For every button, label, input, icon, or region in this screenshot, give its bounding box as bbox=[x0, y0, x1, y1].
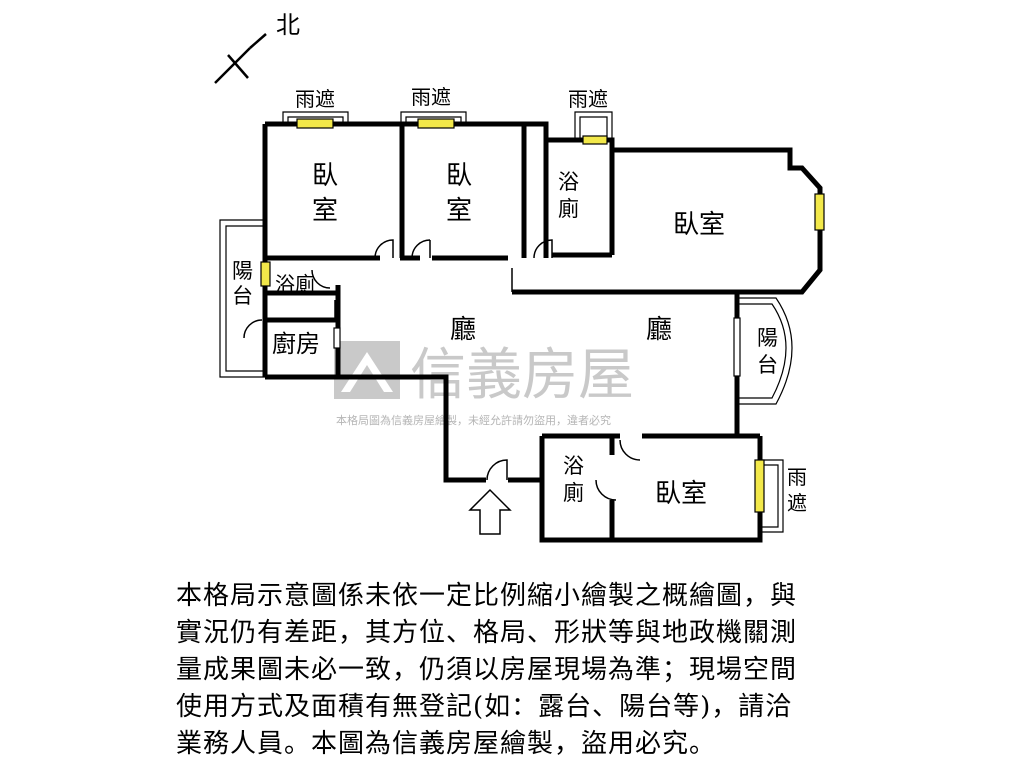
windows bbox=[260, 118, 825, 513]
balcony-left-label-b: 台 bbox=[232, 284, 253, 308]
bath-small-label: 浴廁 bbox=[275, 272, 315, 296]
entrance-arrow bbox=[468, 488, 512, 535]
window-bedroom-2 bbox=[417, 118, 455, 129]
balcony-right-label-a: 陽 bbox=[757, 326, 778, 350]
floor-plan: 北 信義房屋 本格局圖為信義房屋繪製，未經允許請勿盜用，違者必究 bbox=[214, 11, 825, 543]
room-labels: 臥 室 臥 室 浴 廁 臥室 陽 台 浴廁 廚房 廳 廳 陽 台 浴 廁 臥室 … bbox=[232, 85, 807, 515]
disclaimer: 本格局示意圖係未依一定比例縮小繪製之概繪圖，與 實況仍有差距，其方位、格局、形狀… bbox=[176, 578, 876, 763]
disclaimer-line-2: 實況仍有差距，其方位、格局、形狀等與地政機關測 bbox=[176, 618, 798, 648]
north-label: 北 bbox=[276, 11, 300, 39]
awning-1-label: 雨遮 bbox=[295, 87, 335, 111]
awning-right-label-a: 雨 bbox=[787, 465, 807, 489]
bath-top-label-a: 浴 bbox=[558, 170, 579, 194]
window-bath-top bbox=[582, 135, 608, 145]
bedroom-master-label: 臥室 bbox=[673, 210, 725, 240]
disclaimer-line-3: 量成果圖未必一致，仍須以房屋現場為準；現場空間 bbox=[176, 655, 798, 685]
window-balcony-left bbox=[260, 261, 271, 287]
doors bbox=[243, 239, 641, 501]
disclaimer-line-1: 本格局示意圖係未依一定比例縮小繪製之概繪圖，與 bbox=[176, 581, 798, 611]
awning-brackets bbox=[282, 111, 784, 533]
living-2-label: 廳 bbox=[646, 315, 672, 345]
disclaimer-line-4: 使用方式及面積有無登記(如：露台、陽台等)，請洽 bbox=[176, 692, 793, 722]
window-master bbox=[814, 193, 825, 231]
bedroom-bottom-label: 臥室 bbox=[655, 479, 707, 509]
bedroom-2-label-b: 室 bbox=[446, 196, 472, 226]
balcony-right-label-b: 台 bbox=[757, 353, 778, 377]
watermark: 信義房屋 本格局圖為信義房屋繪製，未經允許請勿盜用，違者必究 bbox=[334, 341, 634, 427]
bath-top-label-b: 廁 bbox=[558, 197, 579, 221]
window-bedroom-bottom bbox=[754, 459, 765, 513]
bath-bottom-label-b: 廁 bbox=[563, 481, 584, 505]
bedroom-1-label-a: 臥 bbox=[312, 161, 338, 191]
awning-3-label: 雨遮 bbox=[568, 87, 608, 111]
awning-2-label: 雨遮 bbox=[411, 85, 451, 109]
disclaimer-line-5: 業務人員。本圖為信義房屋繪製，盜用必究。 bbox=[176, 729, 717, 759]
window-bedroom-1 bbox=[296, 118, 334, 129]
balcony-left-label-a: 陽 bbox=[232, 259, 253, 283]
walls bbox=[262, 121, 823, 543]
balcony-right-outline bbox=[738, 297, 793, 405]
window-living-right bbox=[733, 317, 741, 377]
bedroom-1-label-b: 室 bbox=[312, 196, 338, 226]
bedroom-2-label-a: 臥 bbox=[446, 161, 472, 191]
living-1-label: 廳 bbox=[450, 315, 476, 345]
compass: 北 bbox=[214, 11, 300, 84]
bath-bottom-label-a: 浴 bbox=[563, 454, 584, 478]
balcony-left-outline bbox=[219, 219, 265, 378]
awning-right-label-b: 遮 bbox=[787, 491, 807, 515]
window-kitchen bbox=[333, 327, 341, 349]
kitchen-label: 廚房 bbox=[272, 330, 320, 358]
watermark-notice: 本格局圖為信義房屋繪製，未經允許請勿盜用，違者必究 bbox=[336, 413, 611, 427]
